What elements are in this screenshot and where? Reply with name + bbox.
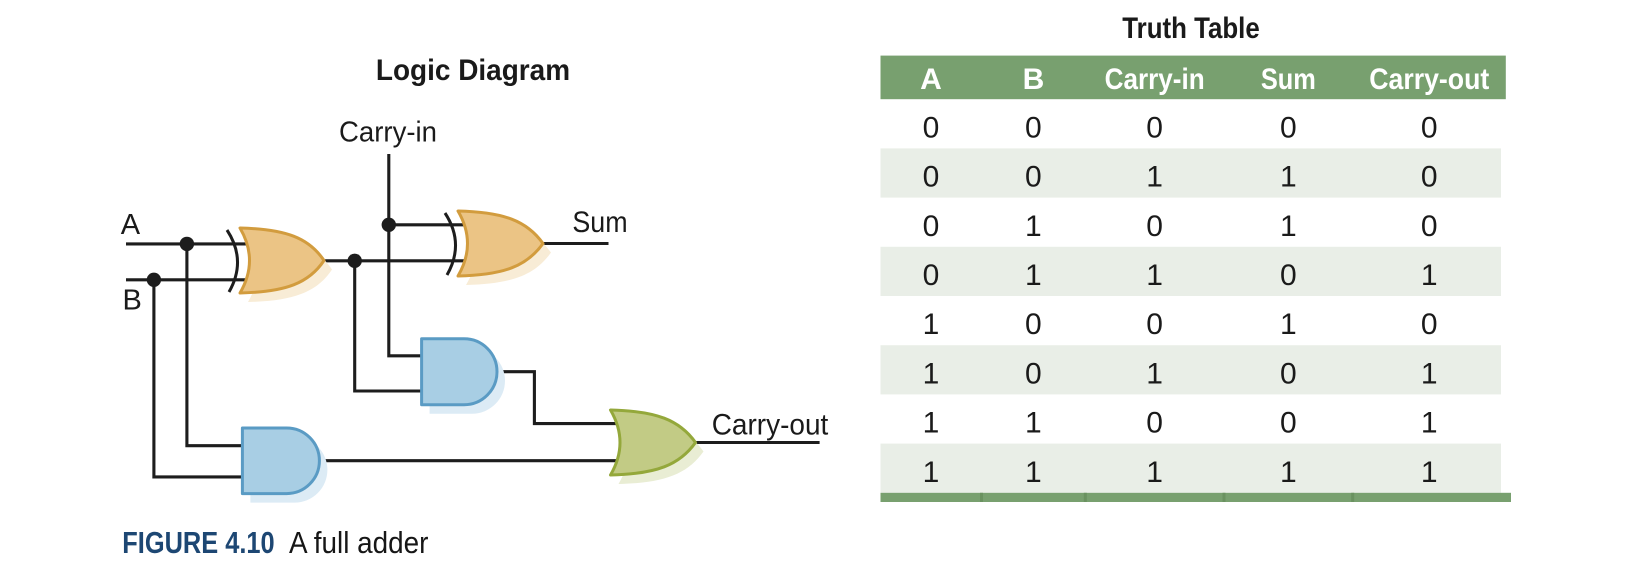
svg-text:Truth Table: Truth Table xyxy=(1122,12,1260,45)
svg-text:B: B xyxy=(1023,63,1045,96)
svg-text:0: 0 xyxy=(1280,259,1297,292)
svg-text:1: 1 xyxy=(1025,456,1042,489)
svg-text:Carry-out: Carry-out xyxy=(1369,63,1489,96)
svg-text:1: 1 xyxy=(1146,161,1163,194)
svg-text:0: 0 xyxy=(1280,407,1297,440)
svg-text:1: 1 xyxy=(923,407,940,440)
svg-text:1: 1 xyxy=(1421,357,1438,390)
svg-text:0: 0 xyxy=(1025,357,1042,390)
svg-text:1: 1 xyxy=(1421,456,1438,489)
svg-text:0: 0 xyxy=(1421,111,1438,144)
svg-text:1: 1 xyxy=(1280,308,1297,341)
svg-text:0: 0 xyxy=(1421,308,1438,341)
svg-text:Carry-in: Carry-in xyxy=(339,117,437,149)
svg-text:1: 1 xyxy=(1280,456,1297,489)
svg-text:1: 1 xyxy=(1280,210,1297,243)
svg-text:Sum: Sum xyxy=(572,206,627,239)
svg-text:A: A xyxy=(121,209,141,241)
svg-text:0: 0 xyxy=(923,259,940,292)
svg-text:0: 0 xyxy=(1280,357,1297,390)
svg-text:0: 0 xyxy=(1421,210,1438,243)
svg-text:1: 1 xyxy=(1025,407,1042,440)
svg-text:Carry-in: Carry-in xyxy=(1105,63,1205,96)
svg-text:0: 0 xyxy=(923,210,940,243)
svg-text:0: 0 xyxy=(1025,308,1042,341)
svg-text:0: 0 xyxy=(923,161,940,194)
svg-text:0: 0 xyxy=(1421,161,1438,194)
svg-text:1: 1 xyxy=(923,456,940,489)
svg-text:0: 0 xyxy=(923,111,940,144)
svg-text:1: 1 xyxy=(923,357,940,390)
svg-text:A: A xyxy=(920,63,942,96)
svg-text:1: 1 xyxy=(1025,259,1042,292)
svg-text:1: 1 xyxy=(923,308,940,341)
svg-text:1: 1 xyxy=(1025,210,1042,243)
svg-text:0: 0 xyxy=(1146,308,1163,341)
svg-text:0: 0 xyxy=(1146,210,1163,243)
svg-text:Sum: Sum xyxy=(1261,63,1316,96)
svg-text:0: 0 xyxy=(1146,111,1163,144)
svg-text:B: B xyxy=(123,285,142,317)
svg-text:0: 0 xyxy=(1025,111,1042,144)
svg-text:Carry-out: Carry-out xyxy=(712,409,829,442)
svg-text:1: 1 xyxy=(1421,259,1438,292)
svg-text:1: 1 xyxy=(1280,161,1297,194)
svg-text:0: 0 xyxy=(1025,161,1042,194)
svg-text:1: 1 xyxy=(1146,456,1163,489)
svg-text:0: 0 xyxy=(1280,111,1297,144)
svg-text:Logic Diagram: Logic Diagram xyxy=(376,54,570,87)
svg-text:0: 0 xyxy=(1146,407,1163,440)
svg-text:1: 1 xyxy=(1146,259,1163,292)
svg-text:1: 1 xyxy=(1146,357,1163,390)
svg-text:1: 1 xyxy=(1421,407,1438,440)
svg-text:FIGURE 4.10A full adder: FIGURE 4.10A full adder xyxy=(122,525,428,560)
